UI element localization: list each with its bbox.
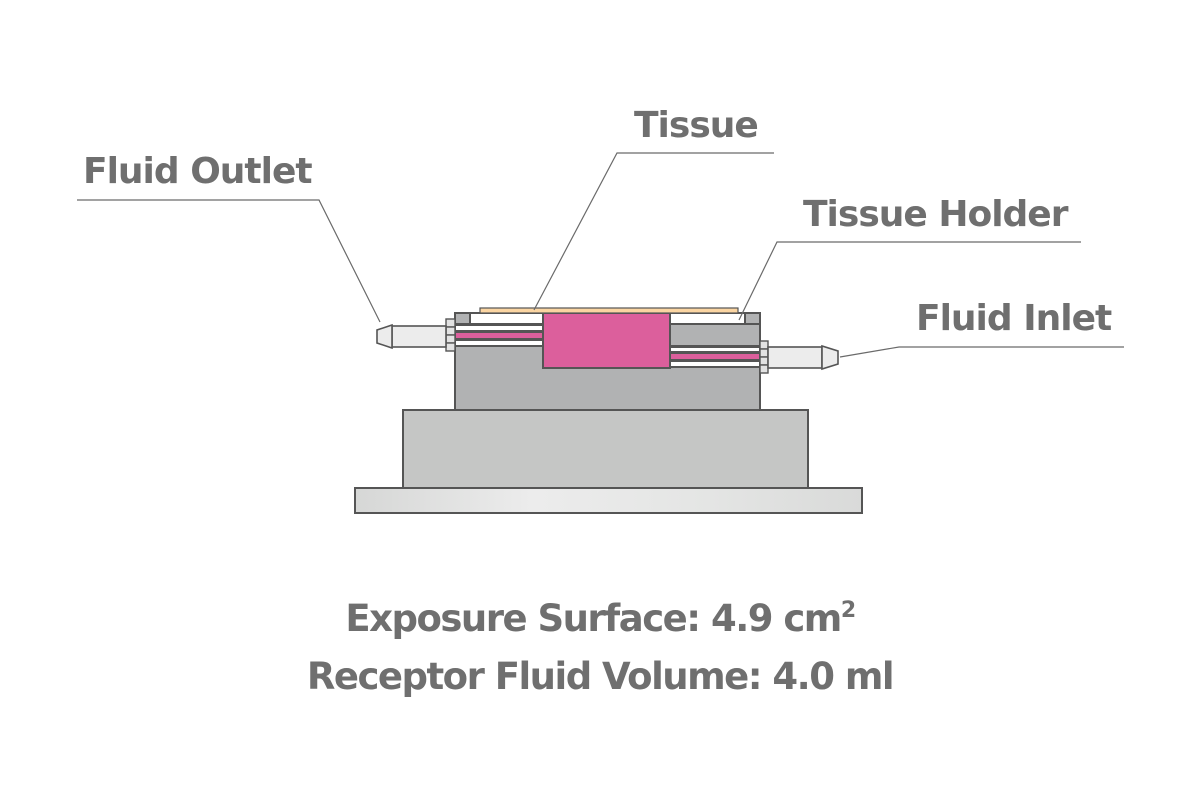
receptor-chamber	[542, 312, 671, 369]
base-plate	[354, 487, 863, 514]
tissue-strip	[479, 307, 739, 314]
left-white-channel-1	[454, 324, 544, 332]
label-fluid-outlet: Fluid Outlet	[83, 151, 312, 192]
left-white-channel-2	[454, 339, 544, 347]
inlet-nut	[759, 340, 769, 350]
outlet-fitting	[376, 318, 456, 352]
right-white-channel-1	[669, 346, 761, 353]
left-corner-block	[454, 312, 471, 325]
inlet-tube	[767, 346, 823, 369]
label-fluid-inlet: Fluid Inlet	[916, 298, 1112, 339]
leader-fluid-inlet	[839, 346, 1124, 358]
spec-exposure-surface: Exposure Surface: 4.9 cm2	[345, 597, 855, 640]
inlet-nut-segment	[759, 364, 769, 374]
inlet-fitting	[759, 340, 839, 374]
inlet-nut-segment	[759, 348, 769, 358]
inlet-fluid-channel	[669, 352, 761, 361]
leader-tissue	[533, 152, 774, 311]
leader-fluid-outlet	[77, 199, 381, 323]
base-block	[402, 409, 809, 489]
right-gray-block	[669, 323, 761, 347]
inlet-tip	[821, 344, 839, 371]
outlet-fluid-channel	[454, 331, 544, 340]
outlet-tube	[391, 325, 447, 348]
exposure-surface-text: Exposure Surface: 4.9 cm	[345, 597, 841, 640]
right-white-channel-2	[669, 360, 761, 368]
label-tissue-holder: Tissue Holder	[803, 194, 1069, 235]
leader-tissue-holder	[738, 241, 1081, 321]
inlet-nut-segment	[759, 356, 769, 366]
spec-receptor-volume: Receptor Fluid Volume: 4.0 ml	[307, 655, 893, 698]
outlet-tip	[376, 323, 393, 350]
outlet-nut-segment	[445, 342, 456, 352]
outlet-nut	[445, 318, 456, 328]
right-corner-block	[744, 312, 761, 325]
outlet-nut-segment	[445, 334, 456, 344]
exposure-surface-superscript: 2	[841, 598, 855, 623]
outlet-nut-segment	[445, 326, 456, 336]
label-tissue: Tissue	[634, 105, 758, 146]
